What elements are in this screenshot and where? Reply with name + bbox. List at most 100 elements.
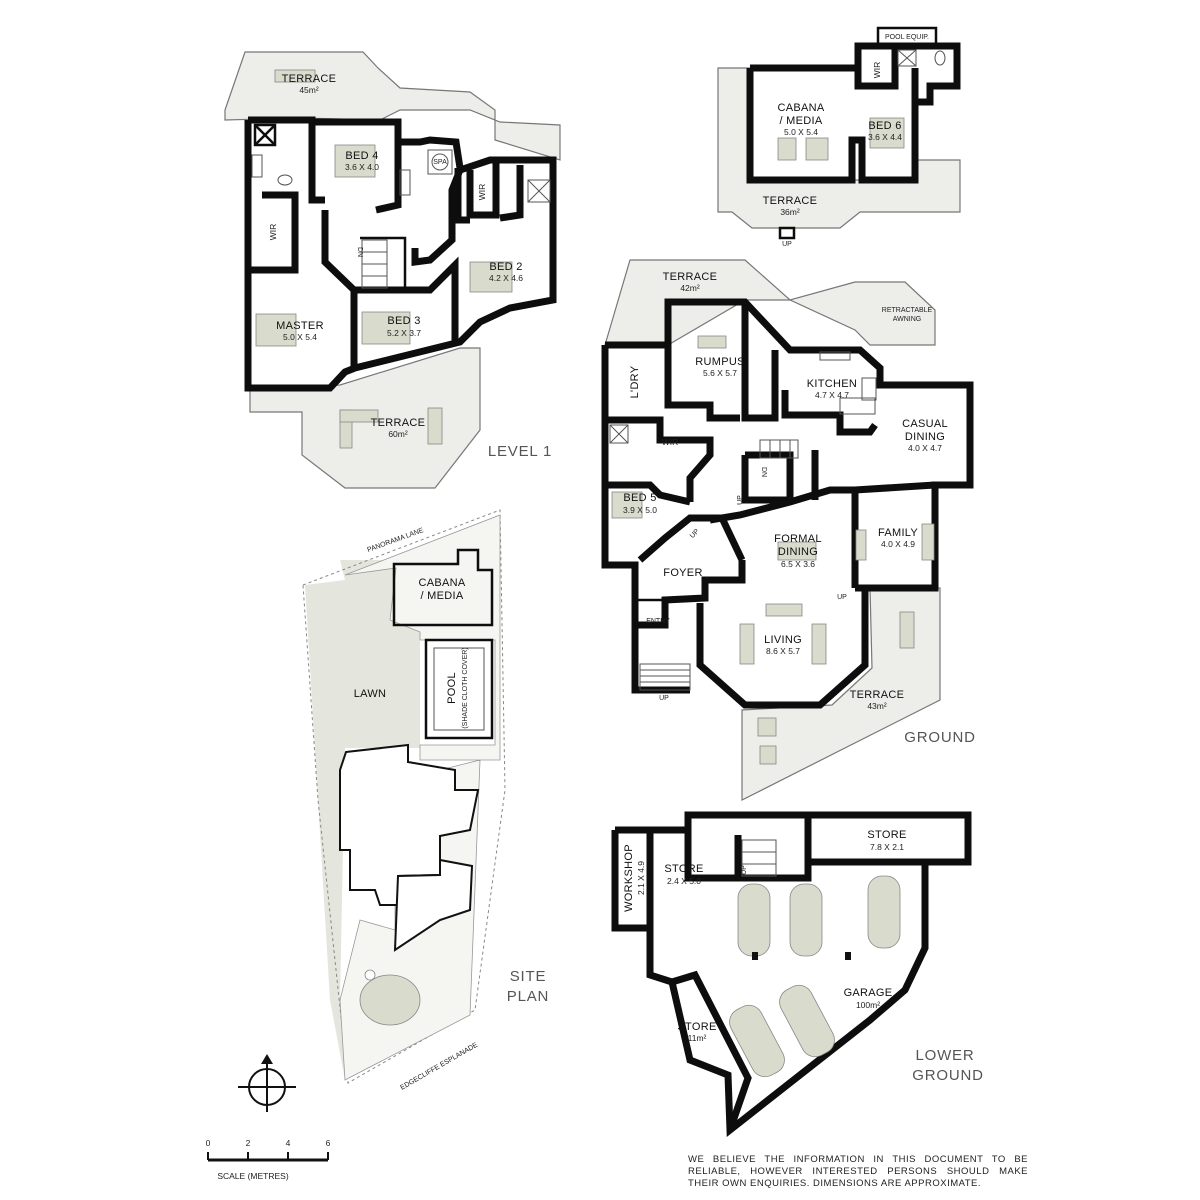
scale-bar: 0 2 4 6 SCALE (METRES) bbox=[206, 1138, 331, 1181]
car-5 bbox=[779, 984, 835, 1058]
level1-plan: TERRACE 45m² BED 4 3.6 X 4.0 SPA WIR WIR… bbox=[224, 51, 561, 489]
bed2-bed bbox=[469, 261, 513, 293]
cabana-terrace-label: TERRACE bbox=[763, 195, 818, 207]
site-title-2: PLAN bbox=[507, 988, 549, 1005]
ground-wir-label: WIR bbox=[662, 437, 679, 447]
ground-plan: TERRACE 42m² RETRACTABLE AWNING RUMPUS 5… bbox=[601, 259, 975, 801]
ground-terrace-top-label: TERRACE bbox=[663, 271, 718, 283]
level1-terrace-bottom-label: TERRACE bbox=[371, 417, 426, 429]
level1-terrace-bottom-area: 60m² bbox=[388, 429, 408, 439]
living-dims: 8.6 X 5.7 bbox=[766, 646, 800, 656]
awning-label: AWNING bbox=[893, 316, 922, 323]
foyer-label: FOYER bbox=[663, 567, 702, 579]
cabana-dims: 5.0 X 5.4 bbox=[784, 127, 818, 137]
lower-title-2: GROUND bbox=[912, 1067, 983, 1084]
bed4-label: BED 4 bbox=[345, 150, 378, 162]
lower-up-label: UP bbox=[741, 865, 748, 875]
casual-label-2: DINING bbox=[905, 431, 945, 443]
bed6-label: BED 6 bbox=[868, 120, 901, 132]
level1-wir1-label: WIR bbox=[268, 224, 278, 241]
formal-table bbox=[777, 541, 817, 561]
bed3-label: BED 3 bbox=[387, 315, 420, 327]
rumpus-label: RUMPUS bbox=[695, 356, 744, 368]
bed3-bed bbox=[361, 311, 411, 345]
bed4-dims: 3.6 X 4.0 bbox=[345, 162, 379, 172]
store-mid-label: STORE bbox=[664, 863, 703, 875]
spa-label: SPA bbox=[433, 159, 447, 166]
bed4-bed bbox=[334, 144, 376, 178]
cabana-terrace-area: 36m² bbox=[780, 207, 800, 217]
ground-terrace-bottom-area: 43m² bbox=[867, 701, 887, 711]
ground-up-label-2: UP bbox=[689, 528, 701, 540]
workshop-dims: 2.1 X 4.9 bbox=[636, 861, 646, 895]
scale-tick-2: 2 bbox=[246, 1138, 251, 1148]
level1-title: LEVEL 1 bbox=[488, 443, 552, 460]
store-top-label: STORE bbox=[867, 829, 906, 841]
casual-label: CASUAL bbox=[902, 418, 948, 430]
lower-walls-outer bbox=[611, 811, 929, 1138]
ground-terrace-top bbox=[604, 259, 936, 346]
site-pool-label: POOL bbox=[446, 672, 458, 704]
living-sofa bbox=[739, 623, 755, 665]
living-label: LIVING bbox=[764, 634, 802, 646]
site-boundary bbox=[302, 509, 506, 1084]
site-esplanade-label: EDGECLIFFE ESPLANADE bbox=[399, 1042, 479, 1092]
ground-terrace-top-area: 42m² bbox=[680, 283, 700, 293]
site-plan: PANORAMA LANE CABANA / MEDIA LAWN POOL (… bbox=[302, 509, 549, 1092]
site-lawn bbox=[305, 560, 420, 1080]
cabana-sofa bbox=[777, 137, 797, 161]
scale-tick-6: 6 bbox=[326, 1138, 331, 1148]
rumpus-sofa bbox=[697, 335, 727, 349]
site-cabana bbox=[392, 548, 494, 627]
retractable-label: RETRACTABLE bbox=[882, 307, 933, 314]
kitchen-dims: 4.7 X 4.7 bbox=[815, 390, 849, 400]
ground-up-label-4: UP bbox=[659, 695, 669, 702]
casual-dims: 4.0 X 4.7 bbox=[908, 443, 942, 453]
rumpus-dims: 5.6 X 5.7 bbox=[703, 368, 737, 378]
ldry-label: L'DRY bbox=[629, 365, 641, 398]
car-3 bbox=[867, 875, 901, 949]
master-label: MASTER bbox=[276, 320, 324, 332]
terrace-table bbox=[899, 611, 915, 649]
ground-up-label-1: UP bbox=[737, 495, 744, 505]
workshop-label: WORKSHOP bbox=[623, 844, 635, 912]
store-mid-dims: 2.4 X 5.0 bbox=[667, 876, 701, 886]
site-lawn-label: LAWN bbox=[354, 688, 387, 700]
bed3-dims: 5.2 X 3.7 bbox=[387, 328, 421, 338]
cabana-wir-label: WIR bbox=[872, 62, 882, 79]
level1-walls-outer bbox=[244, 120, 557, 392]
car-4 bbox=[729, 1004, 785, 1078]
master-bed bbox=[255, 313, 297, 347]
site-cabana-label-2: / MEDIA bbox=[420, 590, 463, 602]
bed5-dims: 3.9 X 5.0 bbox=[623, 505, 657, 515]
scale-tick-0: 0 bbox=[206, 1138, 211, 1148]
bed6-dims: 3.6 X 4.4 bbox=[868, 132, 902, 142]
entry-label: ENTRY bbox=[646, 618, 670, 625]
pool-equip-label: POOL EQUIP. bbox=[885, 34, 929, 41]
site-pool-note: (SHADE CLOTH COVER) bbox=[462, 647, 469, 728]
cabana-label-2: / MEDIA bbox=[779, 115, 822, 127]
family-sofa bbox=[921, 523, 935, 561]
ground-terrace-bottom bbox=[741, 587, 941, 801]
family-dims: 4.0 X 4.9 bbox=[881, 539, 915, 549]
store-low-dims: 11m² bbox=[688, 1033, 707, 1043]
compass-icon bbox=[238, 1054, 296, 1112]
bed2-dims: 4.2 X 4.6 bbox=[489, 273, 523, 283]
level1-dn-label: DN bbox=[356, 247, 363, 257]
store-top-dims: 7.8 X 2.1 bbox=[870, 842, 904, 852]
scale-label: SCALE (METRES) bbox=[217, 1171, 288, 1181]
ground-walls-outer bbox=[601, 345, 746, 629]
bed5-bed bbox=[611, 491, 643, 519]
formal-dims: 6.5 X 3.6 bbox=[781, 559, 815, 569]
disclaimer: We believe the information in this docum… bbox=[688, 1154, 1028, 1189]
kitchen-label: KITCHEN bbox=[807, 378, 857, 390]
master-dims: 5.0 X 5.4 bbox=[283, 332, 317, 342]
ground-title: GROUND bbox=[904, 729, 975, 746]
lower-title-1: LOWER bbox=[915, 1047, 974, 1064]
family-label: FAMILY bbox=[878, 527, 918, 539]
cabana-terrace bbox=[717, 67, 961, 229]
lower-ground-plan: STORE 7.8 X 2.1 WORKSHOP 2.1 X 4.9 STORE… bbox=[611, 811, 983, 1138]
cabana-up-label: UP bbox=[782, 241, 792, 248]
formal-label-2: DINING bbox=[778, 546, 818, 558]
ground-up-label-3: UP bbox=[837, 594, 847, 601]
